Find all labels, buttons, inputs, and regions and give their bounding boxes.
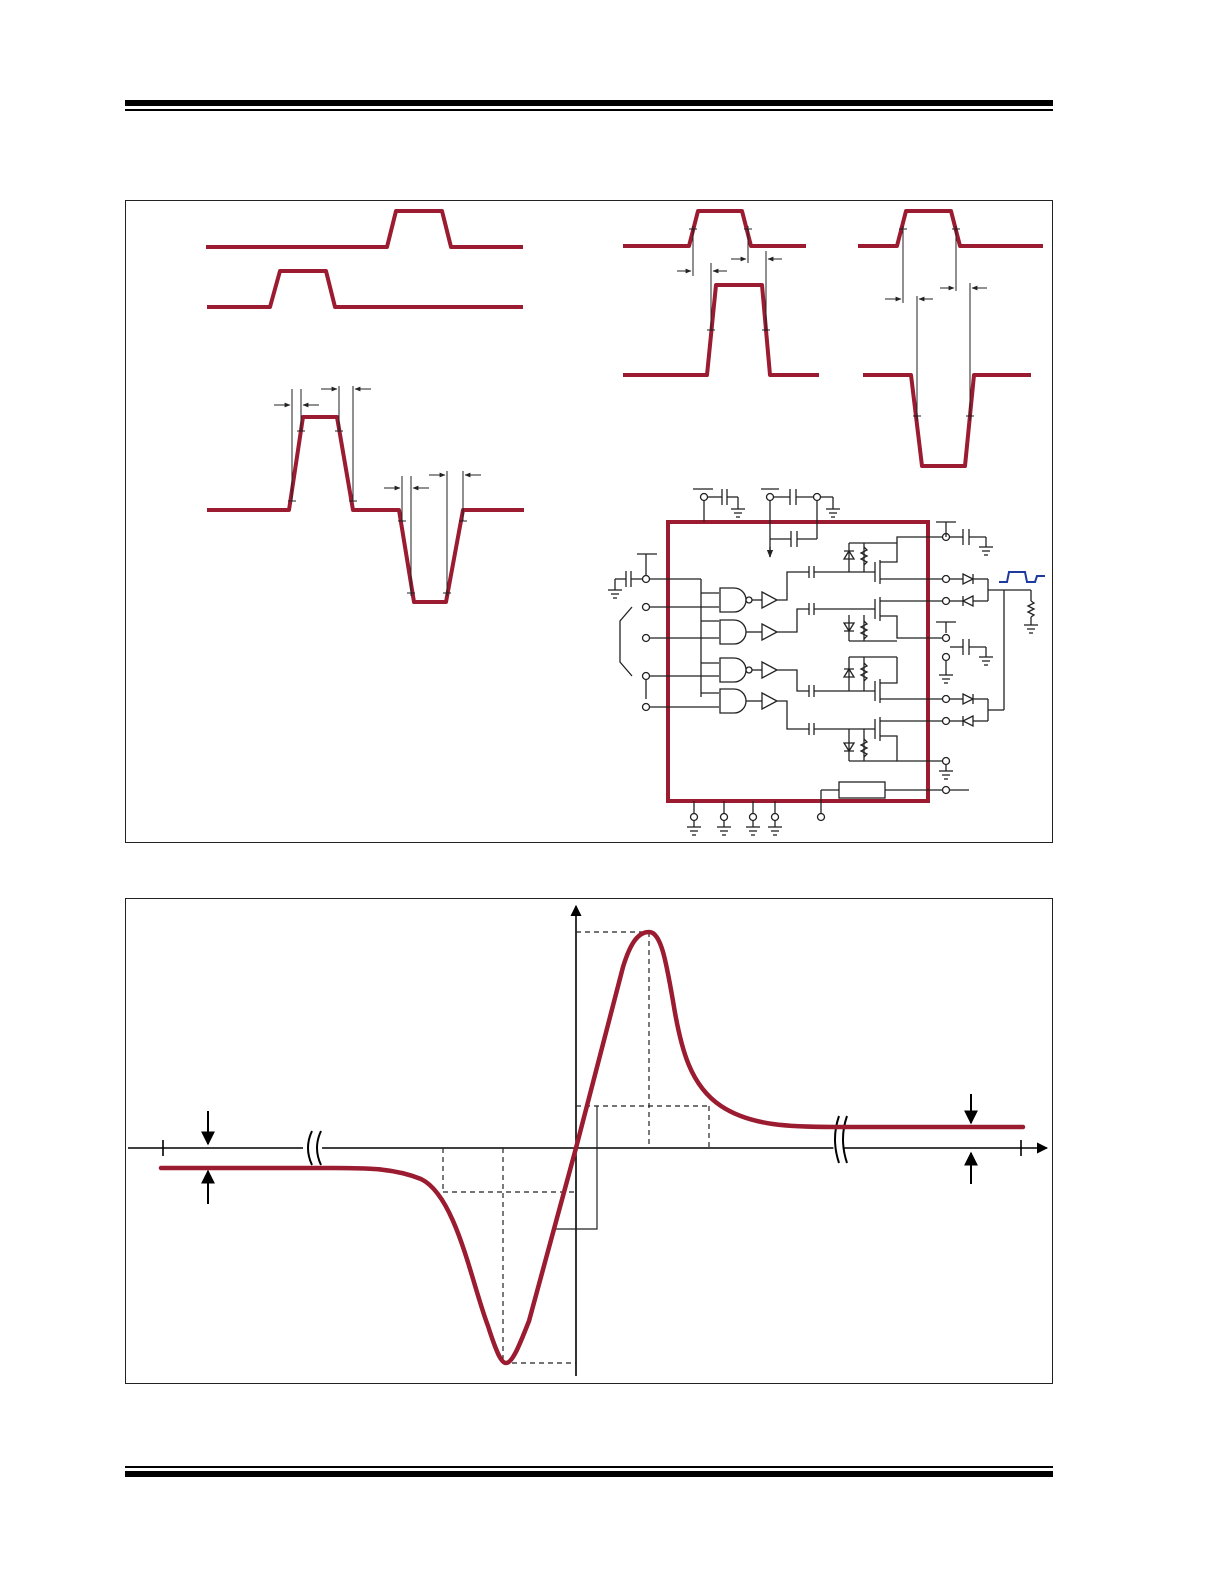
block-schematic <box>608 488 1045 836</box>
input-waveforms <box>206 209 523 309</box>
ic-outline <box>666 520 930 803</box>
header-rule-thin <box>125 109 1053 111</box>
pulse-response-svg <box>128 904 1049 1376</box>
axis-break-marks <box>303 1111 848 1170</box>
header-rule-thick <box>125 100 1053 106</box>
input-waveform-b <box>207 269 523 309</box>
axes <box>128 904 1049 1376</box>
input-waveform-a <box>206 209 523 249</box>
baseline-offset-arrows <box>201 1094 978 1204</box>
dashed-guides <box>442 931 710 1364</box>
timing-diagram-panel <box>125 200 1053 843</box>
rise-fall-waveform <box>207 386 524 604</box>
noninverting-delay-waveforms <box>623 209 819 377</box>
output-pulse-icon <box>999 571 1045 583</box>
footer-rule-thick <box>125 1471 1053 1477</box>
footer-rule-thin <box>125 1466 1053 1468</box>
bipolar-pulse-curve <box>158 929 1026 1366</box>
solid-guides <box>554 1106 598 1230</box>
pulse-response-panel <box>125 898 1053 1384</box>
timing-diagram-svg <box>206 209 1045 836</box>
inverting-delay-waveforms <box>858 209 1043 468</box>
